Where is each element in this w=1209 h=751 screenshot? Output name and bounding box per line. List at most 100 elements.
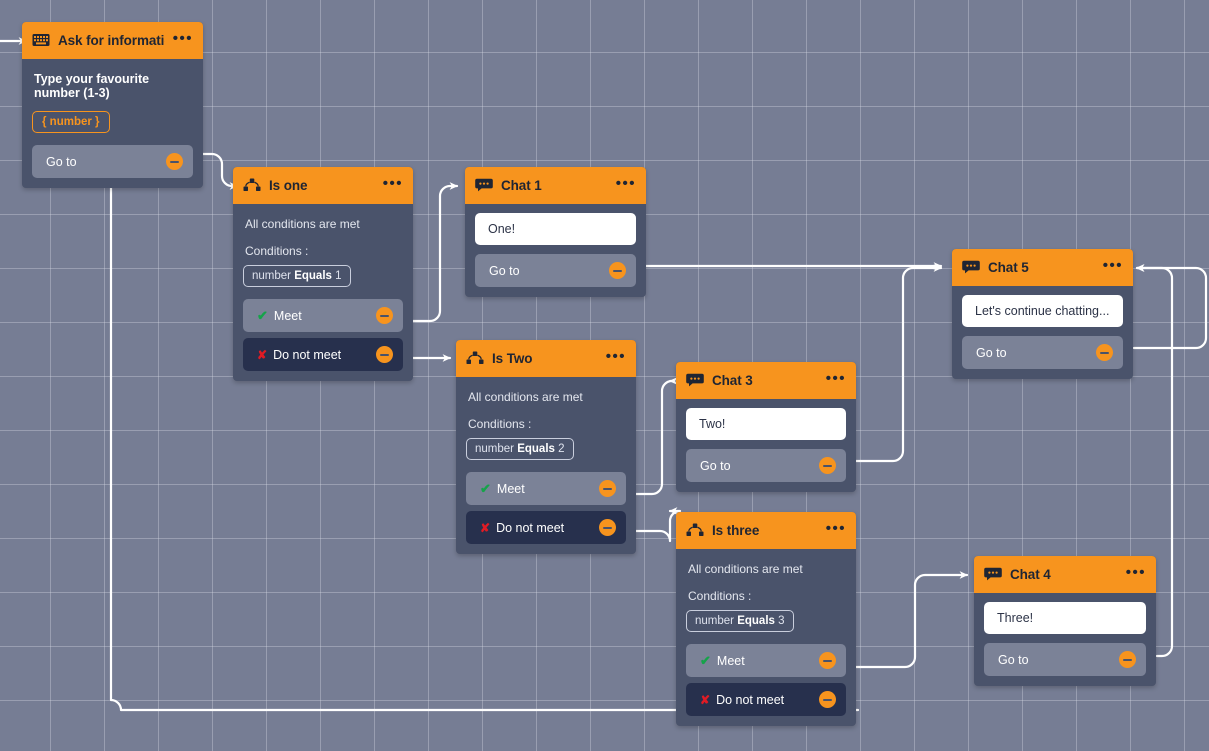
node-is-three[interactable]: Is three ••• All conditions are met Cond…	[676, 512, 856, 726]
chat-icon	[984, 567, 1002, 583]
edge-istwo-nomeet-to-isthree	[636, 511, 680, 541]
edge-isone-meet-to-chat1	[413, 186, 457, 321]
node-ask-for-information[interactable]: Ask for information 1 ••• Type your favo…	[22, 22, 203, 188]
node-header[interactable]: Chat 4 •••	[974, 556, 1156, 593]
node-body: Three! Go to	[974, 593, 1156, 686]
node-menu-button[interactable]: •••	[606, 353, 626, 365]
port-label-wrap: ✘ Do not meet	[700, 693, 819, 707]
node-header[interactable]: Chat 1 •••	[465, 167, 646, 204]
port-label-wrap: ✘ Do not meet	[480, 521, 599, 535]
node-title: Is one	[269, 178, 375, 193]
port-label: Go to	[46, 155, 166, 169]
node-title: Chat 1	[501, 178, 608, 193]
all-conditions-text: All conditions are met	[468, 390, 624, 404]
condition-value: 3	[778, 615, 784, 627]
keyboard-icon	[32, 33, 50, 49]
all-conditions-text: All conditions are met	[688, 562, 844, 576]
node-menu-button[interactable]: •••	[616, 180, 636, 192]
node-body: All conditions are met Conditions : numb…	[233, 204, 413, 381]
remove-connection-icon[interactable]	[1119, 651, 1136, 668]
port-goto[interactable]: Go to	[686, 449, 846, 482]
chat-icon	[475, 178, 493, 194]
node-menu-button[interactable]: •••	[826, 525, 846, 537]
remove-connection-icon[interactable]	[376, 346, 393, 363]
port-label: Go to	[976, 346, 1096, 360]
conditions-label: Conditions :	[688, 589, 844, 603]
port-label-wrap: ✔ Meet	[257, 308, 376, 324]
node-is-two[interactable]: Is Two ••• All conditions are met Condit…	[456, 340, 636, 554]
node-menu-button[interactable]: •••	[1126, 569, 1146, 581]
port-label: Meet	[497, 482, 525, 496]
node-title: Is Two	[492, 351, 598, 366]
port-label-wrap: ✔ Meet	[480, 481, 599, 497]
port-label: Do not meet	[273, 348, 341, 362]
check-icon: ✔	[700, 653, 711, 669]
node-header[interactable]: Chat 3 •••	[676, 362, 856, 399]
node-is-one[interactable]: Is one ••• All conditions are met Condit…	[233, 167, 413, 381]
node-menu-button[interactable]: •••	[826, 375, 846, 387]
chat-icon	[686, 373, 704, 389]
node-title: Chat 4	[1010, 567, 1118, 582]
remove-connection-icon[interactable]	[819, 652, 836, 669]
node-title: Chat 3	[712, 373, 818, 388]
remove-connection-icon[interactable]	[166, 153, 183, 170]
port-goto[interactable]: Go to	[984, 643, 1146, 676]
check-icon: ✔	[257, 308, 268, 324]
node-body: Let's continue chatting... Go to	[952, 286, 1133, 379]
condition-value: 2	[558, 443, 564, 455]
condition-variable: number	[475, 443, 514, 455]
node-header[interactable]: Chat 5 •••	[952, 249, 1133, 286]
remove-connection-icon[interactable]	[599, 519, 616, 536]
port-meet[interactable]: ✔ Meet	[466, 472, 626, 505]
condition-chip[interactable]: number Equals 3	[686, 610, 794, 632]
port-meet[interactable]: ✔ Meet	[686, 644, 846, 677]
node-body: Type your favourite number (1-3) { numbe…	[22, 59, 203, 188]
conditions-label: Conditions :	[468, 417, 624, 431]
cross-icon: ✘	[700, 693, 710, 707]
node-body: Two! Go to	[676, 399, 856, 492]
remove-connection-icon[interactable]	[819, 457, 836, 474]
condition-chip[interactable]: number Equals 1	[243, 265, 351, 287]
remove-connection-icon[interactable]	[599, 480, 616, 497]
node-menu-button[interactable]: •••	[173, 35, 193, 47]
message-box[interactable]: Let's continue chatting...	[962, 295, 1123, 327]
message-box[interactable]: Three!	[984, 602, 1146, 634]
all-conditions-text: All conditions are met	[245, 217, 401, 231]
edge-isthree-meet-to-chat4	[856, 575, 967, 667]
node-chat-5[interactable]: Chat 5 ••• Let's continue chatting... Go…	[952, 249, 1133, 379]
condition-variable: number	[252, 270, 291, 282]
message-box[interactable]: Two!	[686, 408, 846, 440]
remove-connection-icon[interactable]	[1096, 344, 1113, 361]
cross-icon: ✘	[257, 348, 267, 362]
chat-icon	[962, 260, 980, 276]
condition-icon	[466, 351, 484, 367]
condition-chip[interactable]: number Equals 2	[466, 438, 574, 460]
remove-connection-icon[interactable]	[609, 262, 626, 279]
port-do-not-meet[interactable]: ✘ Do not meet	[466, 511, 626, 544]
port-label: Go to	[998, 653, 1119, 667]
condition-icon	[686, 523, 704, 539]
port-label-wrap: ✘ Do not meet	[257, 348, 376, 362]
node-menu-button[interactable]: •••	[383, 180, 403, 192]
port-goto[interactable]: Go to	[962, 336, 1123, 369]
variable-chip[interactable]: { number }	[32, 111, 110, 133]
node-header[interactable]: Ask for information 1 •••	[22, 22, 203, 59]
message-box[interactable]: One!	[475, 213, 636, 245]
node-chat-4[interactable]: Chat 4 ••• Three! Go to	[974, 556, 1156, 686]
remove-connection-icon[interactable]	[376, 307, 393, 324]
port-meet[interactable]: ✔ Meet	[243, 299, 403, 332]
node-header[interactable]: Is Two •••	[456, 340, 636, 377]
node-chat-1[interactable]: Chat 1 ••• One! Go to	[465, 167, 646, 297]
port-do-not-meet[interactable]: ✘ Do not meet	[686, 683, 846, 716]
port-do-not-meet[interactable]: ✘ Do not meet	[243, 338, 403, 371]
condition-operator: Equals	[294, 270, 332, 282]
node-menu-button[interactable]: •••	[1103, 262, 1123, 274]
port-goto[interactable]: Go to	[32, 145, 193, 178]
node-header[interactable]: Is one •••	[233, 167, 413, 204]
port-goto[interactable]: Go to	[475, 254, 636, 287]
node-title: Is three	[712, 523, 818, 538]
node-header[interactable]: Is three •••	[676, 512, 856, 549]
node-chat-3[interactable]: Chat 3 ••• Two! Go to	[676, 362, 856, 492]
remove-connection-icon[interactable]	[819, 691, 836, 708]
